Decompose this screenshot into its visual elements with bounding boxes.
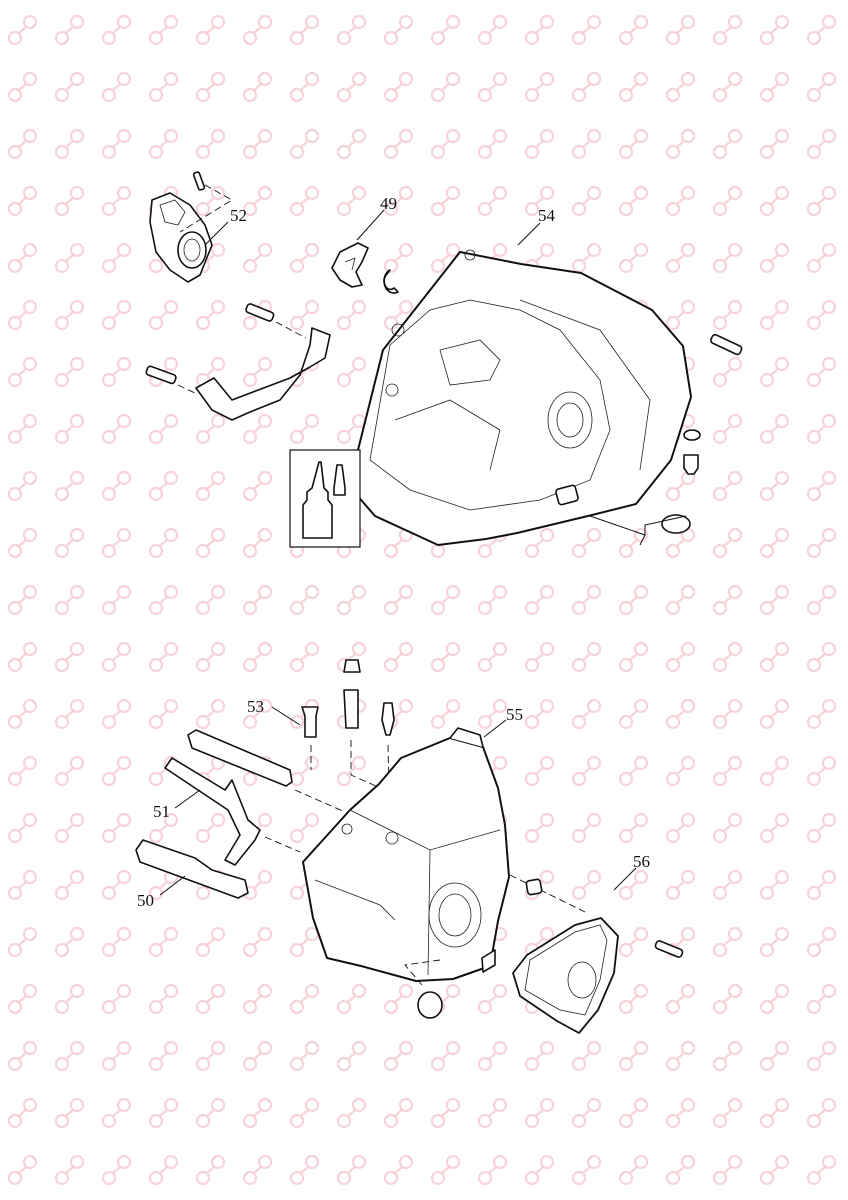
sealant-kit-box[interactable] [289,449,361,548]
seal-ring-small[interactable] [683,429,701,441]
part-54-clutch-housing[interactable] [348,249,692,546]
leader-55 [483,719,507,738]
upper-assembly: 52 49 [145,171,743,548]
bolt-upper-left-2[interactable] [145,365,196,394]
part-55-gearbox-case[interactable] [302,727,510,982]
sealant-bottle-icon [302,461,333,539]
part-52-slave-cylinder[interactable] [149,171,233,283]
callout-50: 50 [137,891,154,910]
part-56-end-cover[interactable] [512,917,619,1034]
shift-rail-upper[interactable] [187,729,293,787]
leader-51 [174,789,201,809]
callout-49: 49 [380,194,397,213]
bolt-upper-right[interactable] [709,333,743,356]
callout-56: 56 [633,852,650,871]
leader-49 [356,209,385,241]
leader-50 [159,875,186,896]
oil-guide[interactable] [481,949,496,973]
nozzle-icon [333,464,346,496]
dowel-sleeve[interactable] [555,484,579,506]
callout-54: 54 [538,206,556,225]
leader-seal-ring [589,515,687,546]
reverse-light-switch[interactable] [343,689,359,729]
leader-52 [204,221,229,246]
lower-assembly: 53 51 50 55 [135,659,684,1034]
leader-53 [271,706,301,726]
bolt-upper-left-1[interactable] [245,303,307,339]
leader-56 [613,867,637,891]
drain-plug[interactable] [683,454,699,475]
sensor-cap[interactable] [343,659,361,673]
callout-53: 53 [247,697,264,716]
part-49-bracket[interactable] [331,242,399,294]
part-51-shift-fork[interactable] [164,757,261,866]
callout-55: 55 [506,705,523,724]
callout-52: 52 [230,206,247,225]
bolt-lower-right[interactable] [654,940,684,958]
leader-54 [517,222,541,246]
shaft-seal[interactable] [417,991,443,1019]
heat-shield[interactable] [195,327,331,421]
dowel-sleeve-lower[interactable] [525,878,543,896]
speed-sensor[interactable] [381,702,395,736]
callout-51: 51 [153,802,170,821]
part-53-plug[interactable] [301,706,319,770]
part-50-shift-rail[interactable] [135,839,249,899]
